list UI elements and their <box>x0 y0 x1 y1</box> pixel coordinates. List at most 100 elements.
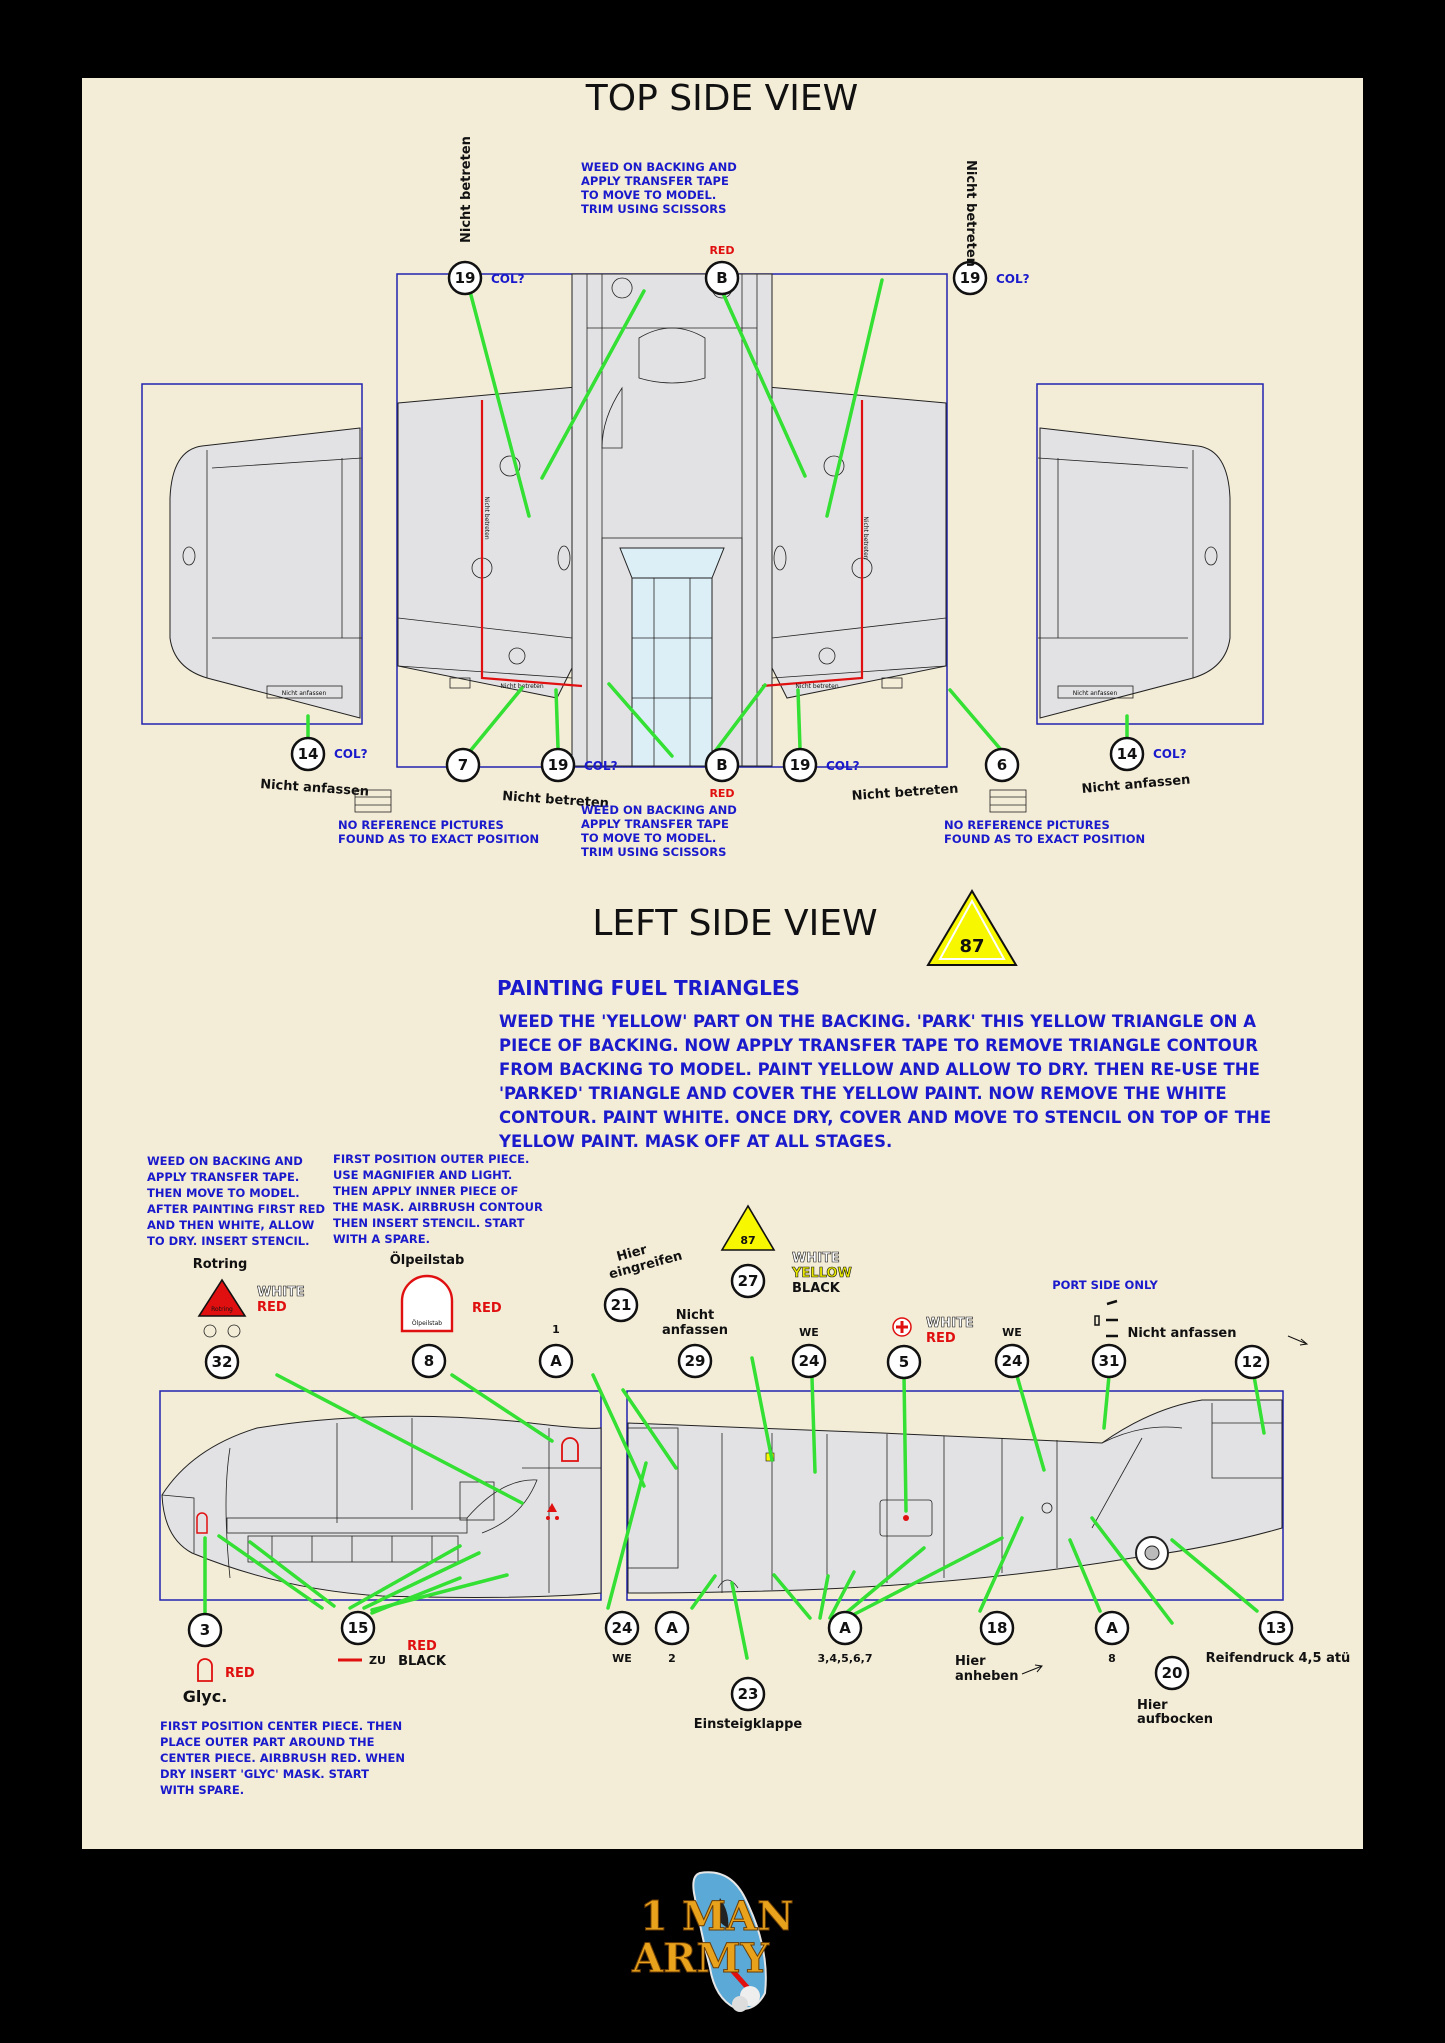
callout-8: Ölpeilstab Ölpeilstab RED 8 <box>390 1252 502 1379</box>
callout-B-bottom: B RED <box>704 747 740 800</box>
svg-text:2: 2 <box>668 1652 676 1665</box>
svg-text:Glyc.: Glyc. <box>183 1687 228 1706</box>
svg-text:12: 12 <box>1242 1353 1263 1371</box>
first-center-note: FIRST POSITION CENTER PIECE. THEN PLACE … <box>160 1719 409 1797</box>
callout-18: 18 Hier anheben <box>955 1610 1043 1684</box>
right-tailplane-frame <box>1036 383 1264 725</box>
callout-29: Nicht anfassen 29 <box>662 1308 728 1379</box>
svg-text:Nicht betreten: Nicht betreten <box>483 496 490 539</box>
svg-text:27: 27 <box>738 1272 759 1290</box>
svg-text:Hier eingreifen: Hier eingreifen <box>604 1234 684 1282</box>
svg-text:19: 19 <box>790 756 811 774</box>
callout-15: 15 ZU RED BLACK <box>338 1610 447 1669</box>
svg-text:Hier: Hier <box>1137 1698 1168 1713</box>
svg-text:29: 29 <box>685 1352 706 1370</box>
svg-text:Nicht betreten: Nicht betreten <box>502 789 610 811</box>
svg-text:YELLOW: YELLOW <box>791 1266 852 1281</box>
svg-text:COL?: COL? <box>1153 747 1187 761</box>
svg-text:23: 23 <box>738 1685 759 1703</box>
svg-text:WHITE: WHITE <box>257 1285 305 1300</box>
svg-text:Ölpeilstab: Ölpeilstab <box>412 1320 442 1327</box>
svg-text:20: 20 <box>1162 1664 1183 1682</box>
svg-text:Nicht betreten: Nicht betreten <box>862 516 869 559</box>
svg-text:BLACK: BLACK <box>792 1281 841 1296</box>
svg-text:A: A <box>550 1352 562 1370</box>
svg-text:8: 8 <box>1108 1652 1116 1665</box>
painting-title: PAINTING FUEL TRIANGLES <box>497 976 800 1000</box>
svg-text:aufbocken: aufbocken <box>1137 1712 1213 1727</box>
svg-text:BLACK: BLACK <box>398 1654 447 1669</box>
svg-text:WHITE: WHITE <box>926 1316 974 1331</box>
svg-text:19: 19 <box>960 269 981 287</box>
callout-32: Rotring Rotring WHITE RED 32 <box>193 1257 305 1380</box>
svg-text:Nicht betreten: Nicht betreten <box>851 782 959 804</box>
svg-text:Hier: Hier <box>955 1654 986 1669</box>
callout-7: 7 <box>354 747 481 813</box>
svg-text:Nicht anfassen: Nicht anfassen <box>1127 1326 1236 1341</box>
svg-text:24: 24 <box>612 1619 633 1637</box>
svg-text:Nicht anfassen: Nicht anfassen <box>1081 773 1191 797</box>
svg-text:21: 21 <box>611 1296 632 1314</box>
left-tailplane-frame <box>141 383 363 725</box>
svg-text:RED: RED <box>709 244 734 257</box>
no-ref-note-right: NO REFERENCE PICTURES FOUND AS TO EXACT … <box>944 818 1145 846</box>
svg-text:5: 5 <box>899 1353 909 1371</box>
svg-text:Nicht betreten: Nicht betreten <box>459 136 474 243</box>
svg-text:RED: RED <box>709 787 734 800</box>
svg-text:8: 8 <box>424 1352 434 1370</box>
callout-27: 87 27 WHITE YELLOW BLACK <box>720 1204 852 1299</box>
callout-12: Nicht anfassen 12 <box>1127 1326 1309 1380</box>
svg-text:COL?: COL? <box>996 272 1030 286</box>
top-view-title: TOP SIDE VIEW <box>585 78 858 119</box>
callout-A-2: A 2 <box>654 1610 690 1665</box>
svg-text:Nicht anfassen: Nicht anfassen <box>260 777 370 800</box>
top-leader-lines <box>306 278 1129 760</box>
svg-text:WE: WE <box>799 1326 819 1339</box>
callout-B-top: RED B <box>704 244 740 296</box>
callout-5: WHITE RED 5 <box>886 1316 974 1380</box>
svg-text:anfassen: anfassen <box>662 1323 728 1338</box>
svg-text:24: 24 <box>1002 1352 1023 1370</box>
callout-31: PORT SIDE ONLY 31 <box>1052 1278 1158 1379</box>
svg-text:7: 7 <box>458 756 468 774</box>
svg-text:Reifendruck 4,5 atü: Reifendruck 4,5 atü <box>1206 1651 1351 1666</box>
svg-text:WE: WE <box>1002 1326 1022 1339</box>
callout-24-upper-2: WE 24 <box>994 1326 1030 1379</box>
fuel-triangle-large: 87 <box>926 889 1018 966</box>
svg-text:RED: RED <box>225 1666 255 1681</box>
callout-21: Hier eingreifen 21 <box>603 1234 684 1323</box>
no-ref-note-left: NO REFERENCE PICTURES FOUND AS TO EXACT … <box>338 818 539 846</box>
callout-14-left: 14 COL? Nicht anfassen <box>260 736 370 800</box>
logo: 1 MAN ARMY <box>620 1868 820 2018</box>
left-tailplane: Nicht anfassen <box>169 427 363 719</box>
left-view-title: LEFT SIDE VIEW <box>592 903 877 944</box>
wing-planform: Nicht betreten Nicht betreten Nicht betr… <box>397 273 947 767</box>
svg-text:Einsteigklappe: Einsteigklappe <box>694 1717 803 1732</box>
diagram-canvas: TOP SIDE VIEW WEED ON BACKING AND APPLY … <box>141 78 1351 1797</box>
svg-text:COL?: COL? <box>491 272 525 286</box>
callout-13: 13 Reifendruck 4,5 atü <box>1206 1610 1351 1666</box>
callout-3: 3 RED Glyc. <box>183 1612 255 1706</box>
svg-text:15: 15 <box>348 1619 369 1637</box>
svg-text:Rotring: Rotring <box>193 1257 248 1272</box>
callout-6: 6 <box>984 747 1027 813</box>
first-outer-note: FIRST POSITION OUTER PIECE. USE MAGNIFIE… <box>333 1152 547 1246</box>
callout-A-1: 1 A <box>538 1323 574 1379</box>
svg-text:Ölpeilstab: Ölpeilstab <box>390 1252 465 1268</box>
svg-text:87: 87 <box>959 936 984 957</box>
callout-A-8: A 8 <box>1094 1610 1130 1665</box>
svg-text:19: 19 <box>548 756 569 774</box>
svg-text:A: A <box>1106 1619 1118 1637</box>
callout-24-lower: 24 WE <box>604 1610 640 1665</box>
logo-graphic: 1 MAN ARMY <box>631 1871 794 2012</box>
svg-text:19: 19 <box>455 269 476 287</box>
svg-text:anheben: anheben <box>955 1669 1018 1684</box>
svg-text:WE: WE <box>612 1652 632 1665</box>
callout-24-upper-1: WE 24 <box>791 1326 827 1379</box>
callout-14-right: 14 COL? Nicht anfassen <box>1081 736 1191 797</box>
callout-19-bottom-right: 19 COL? Nicht betreten <box>782 747 959 804</box>
svg-text:B: B <box>716 756 727 774</box>
forward-fuselage <box>161 1415 602 1598</box>
callout-19-top-right: 19 COL? Nicht betreten <box>952 160 1030 296</box>
svg-text:Nicht anfassen: Nicht anfassen <box>1073 690 1118 697</box>
